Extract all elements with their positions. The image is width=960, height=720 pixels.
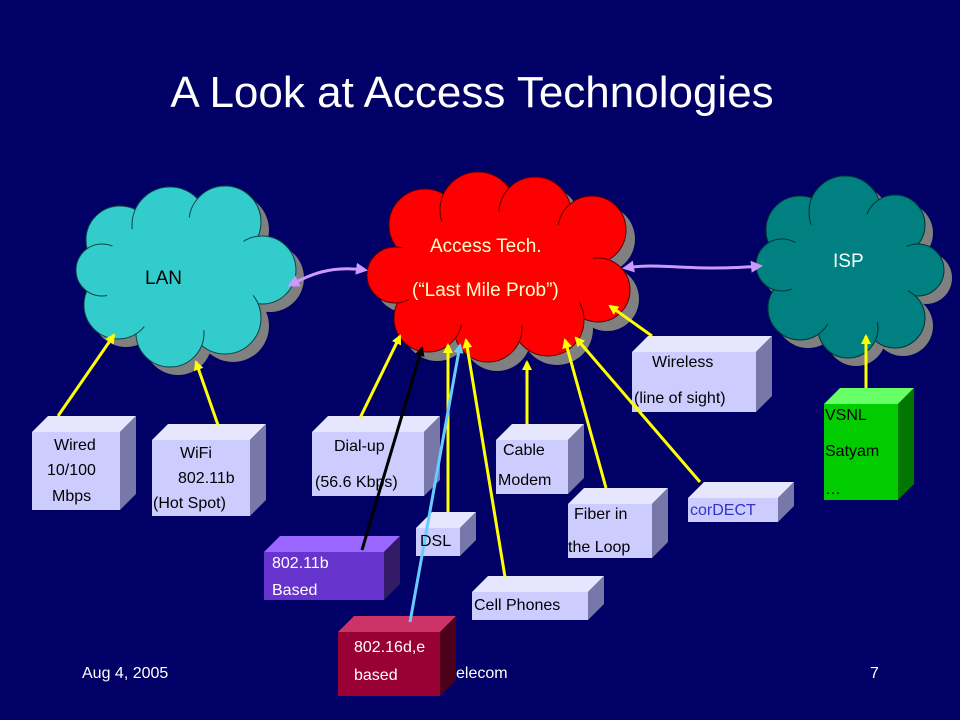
wired-arrow [56,333,116,417]
wifi-based-arrow [360,346,425,551]
fiber-box [568,488,668,558]
isp-cloud [755,175,952,366]
fiber-label-2: the Loop [568,539,631,556]
wifi-label-2: 802.11b [178,470,235,487]
wifi-based-label-2: Based [272,582,318,599]
footer-center-text: elecom [456,665,508,682]
wireless-label-2: (line of sight) [634,390,726,407]
footer-date: Aug 4, 2005 [82,665,169,682]
vsnl-label-3: … [825,481,841,498]
last-mile-label: (“Last Mile Prob”) [412,280,559,301]
vsnl-label-1: VSNL [825,407,867,424]
dialup-box [312,416,440,496]
lan-cloud [75,185,304,375]
lan-access-link [287,262,368,287]
wifi-box [152,424,266,516]
cable-label-2: Modem [498,472,552,489]
wireless-arrow [608,304,653,338]
isp-label: ISP [833,251,864,272]
dialup-label-1: Dial-up [334,438,385,455]
wimax-label-1: 802.16d,e [354,639,426,656]
wimax-box [338,616,456,696]
cable-label-1: Cable [503,442,545,459]
access-tech-label: Access Tech. [430,236,542,257]
cordect-label: corDECT [690,502,756,519]
access-tech-cloud [366,171,639,371]
footer-page-number: 7 [870,665,879,682]
wireless-label-1: Wireless [652,354,714,371]
fiber-label-1: Fiber in [574,506,628,523]
dialup-label-2: (56.6 Kbps) [315,474,398,491]
wireless-box [632,336,772,412]
wifi-arrow [193,360,220,426]
slide-title: A Look at Access Technologies [170,68,774,117]
dsl-label: DSL [420,533,452,550]
lan-label: LAN [145,268,182,289]
wired-box [32,416,136,510]
wifi-label-3: (Hot Spot) [153,495,226,512]
cordect-box [688,482,794,522]
cell-phones-label: Cell Phones [474,597,561,614]
fiber-arrow [562,338,608,489]
wired-label-2: 10/100 [47,462,96,479]
cell-phones-arrow [462,338,507,578]
access-isp-link [622,260,763,273]
cable-box [496,424,584,494]
dialup-arrow [358,334,402,419]
wired-label-3: Mbps [52,488,92,505]
wired-label-1: Wired [54,437,96,454]
wimax-label-2: based [354,667,398,684]
vsnl-label-2: Satyam [825,443,880,460]
wimax-arrow [408,343,464,623]
dsl-box [416,512,476,556]
wifi-based-label-1: 802.11b [272,555,329,572]
wifi-label-1: WiFi [180,445,212,462]
cell-phones-box [472,576,604,620]
wifi-based-box [264,536,400,600]
vsnl-box [824,388,914,500]
cordect-arrow [574,336,702,483]
